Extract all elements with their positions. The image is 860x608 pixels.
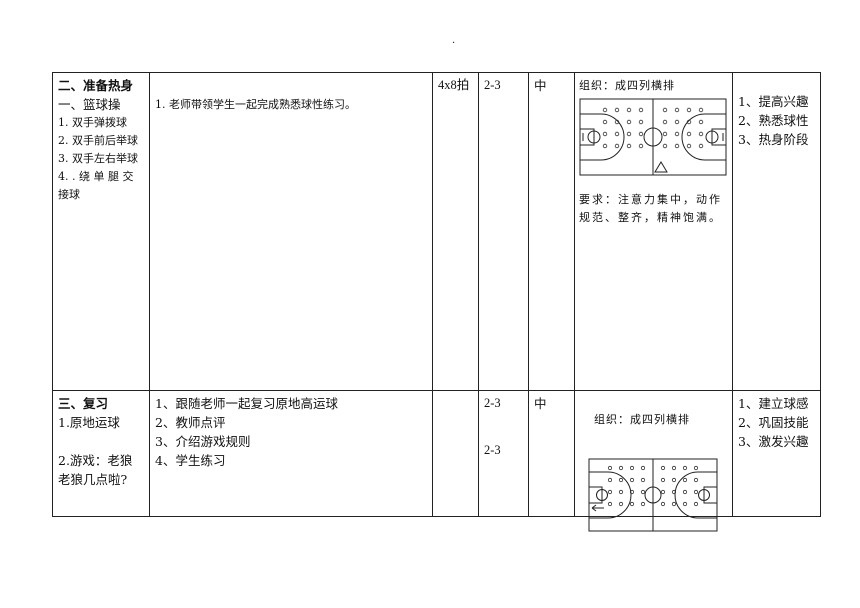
organization-cell: 组织：成四列横排 [574,72,733,391]
section-title: 二、准备热身 [58,78,134,93]
basketball-court-diagram [588,458,718,532]
game-text: 2.游戏：老狼老狼几点啦? [58,453,133,487]
list-item: 4. . 绕 单 腿 交 接球 [58,170,134,201]
sub-title: 一、篮球操 [58,97,121,112]
goals-cell: 1、建立球感 2、巩固技能 3、激发兴趣 [732,390,821,517]
intensity-cell: 中 [528,72,575,391]
player-dots [602,107,704,149]
review-content-cell: 三、复习 1.原地运球 2.游戏：老狼老狼几点啦? [52,390,150,517]
review-activity-cell: 1、跟随老师一起复习原地高运球 2、教师点评 3、介绍游戏规则 4、学生练习 [149,390,433,517]
activity-text: 1. 老师带领学生一起完成熟悉球性练习。 [155,98,356,111]
requirement-text: 要求：注意力集中，动作规范、整齐，精神饱满。 [579,193,722,224]
table-row-warmup: 二、准备热身 一、篮球操 1. 双手弹拨球 2. 双手前后举球 3. 双手左右举… [52,72,821,391]
times-cell: 2-3 [478,72,529,391]
table-row-review: 三、复习 1.原地运球 2.游戏：老狼老狼几点啦? 1、跟随老师一起复习原地高运… [52,390,821,517]
times-value: 2-3 [484,443,501,457]
section-title: 三、复习 [58,396,109,411]
org-label: 组织：成四列横排 [594,413,690,426]
list-item: 2. 双手前后举球 [58,134,138,147]
beats-cell [432,390,479,517]
list-item: 3. 双手左右举球 [58,152,138,165]
activity-item: 4、学生练习 [155,453,226,468]
activity-item: 3、介绍游戏规则 [155,434,251,449]
sub-title: 1.原地运球 [58,415,120,430]
review-court-wrapper [588,458,718,536]
header-dot: . [452,35,456,46]
list-item: 1. 双手弹拨球 [58,116,127,129]
times-value: 2-3 [484,396,501,410]
activity-item: 2、教师点评 [155,415,226,430]
org-label: 组织：成四列横排 [579,79,675,92]
times-cell: 2-3 2-3 [478,390,529,517]
warmup-activity-cell: 1. 老师带领学生一起完成熟悉球性练习。 [149,72,433,391]
goal-item: 3、激发兴趣 [738,434,809,449]
intensity-cell: 中 [528,390,575,517]
lesson-plan-table: 二、准备热身 一、篮球操 1. 双手弹拨球 2. 双手前后举球 3. 双手左右举… [52,72,821,517]
goal-item: 2、巩固技能 [738,415,809,430]
goals-cell: 1、提高兴趣 2、熟悉球性 3、热身阶段 [732,72,821,391]
warmup-content-cell: 二、准备热身 一、篮球操 1. 双手弹拨球 2. 双手前后举球 3. 双手左右举… [52,72,150,391]
player-dots [607,465,699,507]
goal-item: 3、热身阶段 [738,132,809,147]
goal-item: 1、建立球感 [738,396,809,411]
teacher-triangle-icon [654,161,668,173]
goal-item: 2、熟悉球性 [738,113,809,128]
arrow-icon [591,504,604,512]
goal-item: 1、提高兴趣 [738,94,809,109]
basketball-court-diagram [579,98,727,176]
activity-item: 1、跟随老师一起复习原地高运球 [155,396,338,411]
beats-cell: 4x8拍 [432,72,479,391]
